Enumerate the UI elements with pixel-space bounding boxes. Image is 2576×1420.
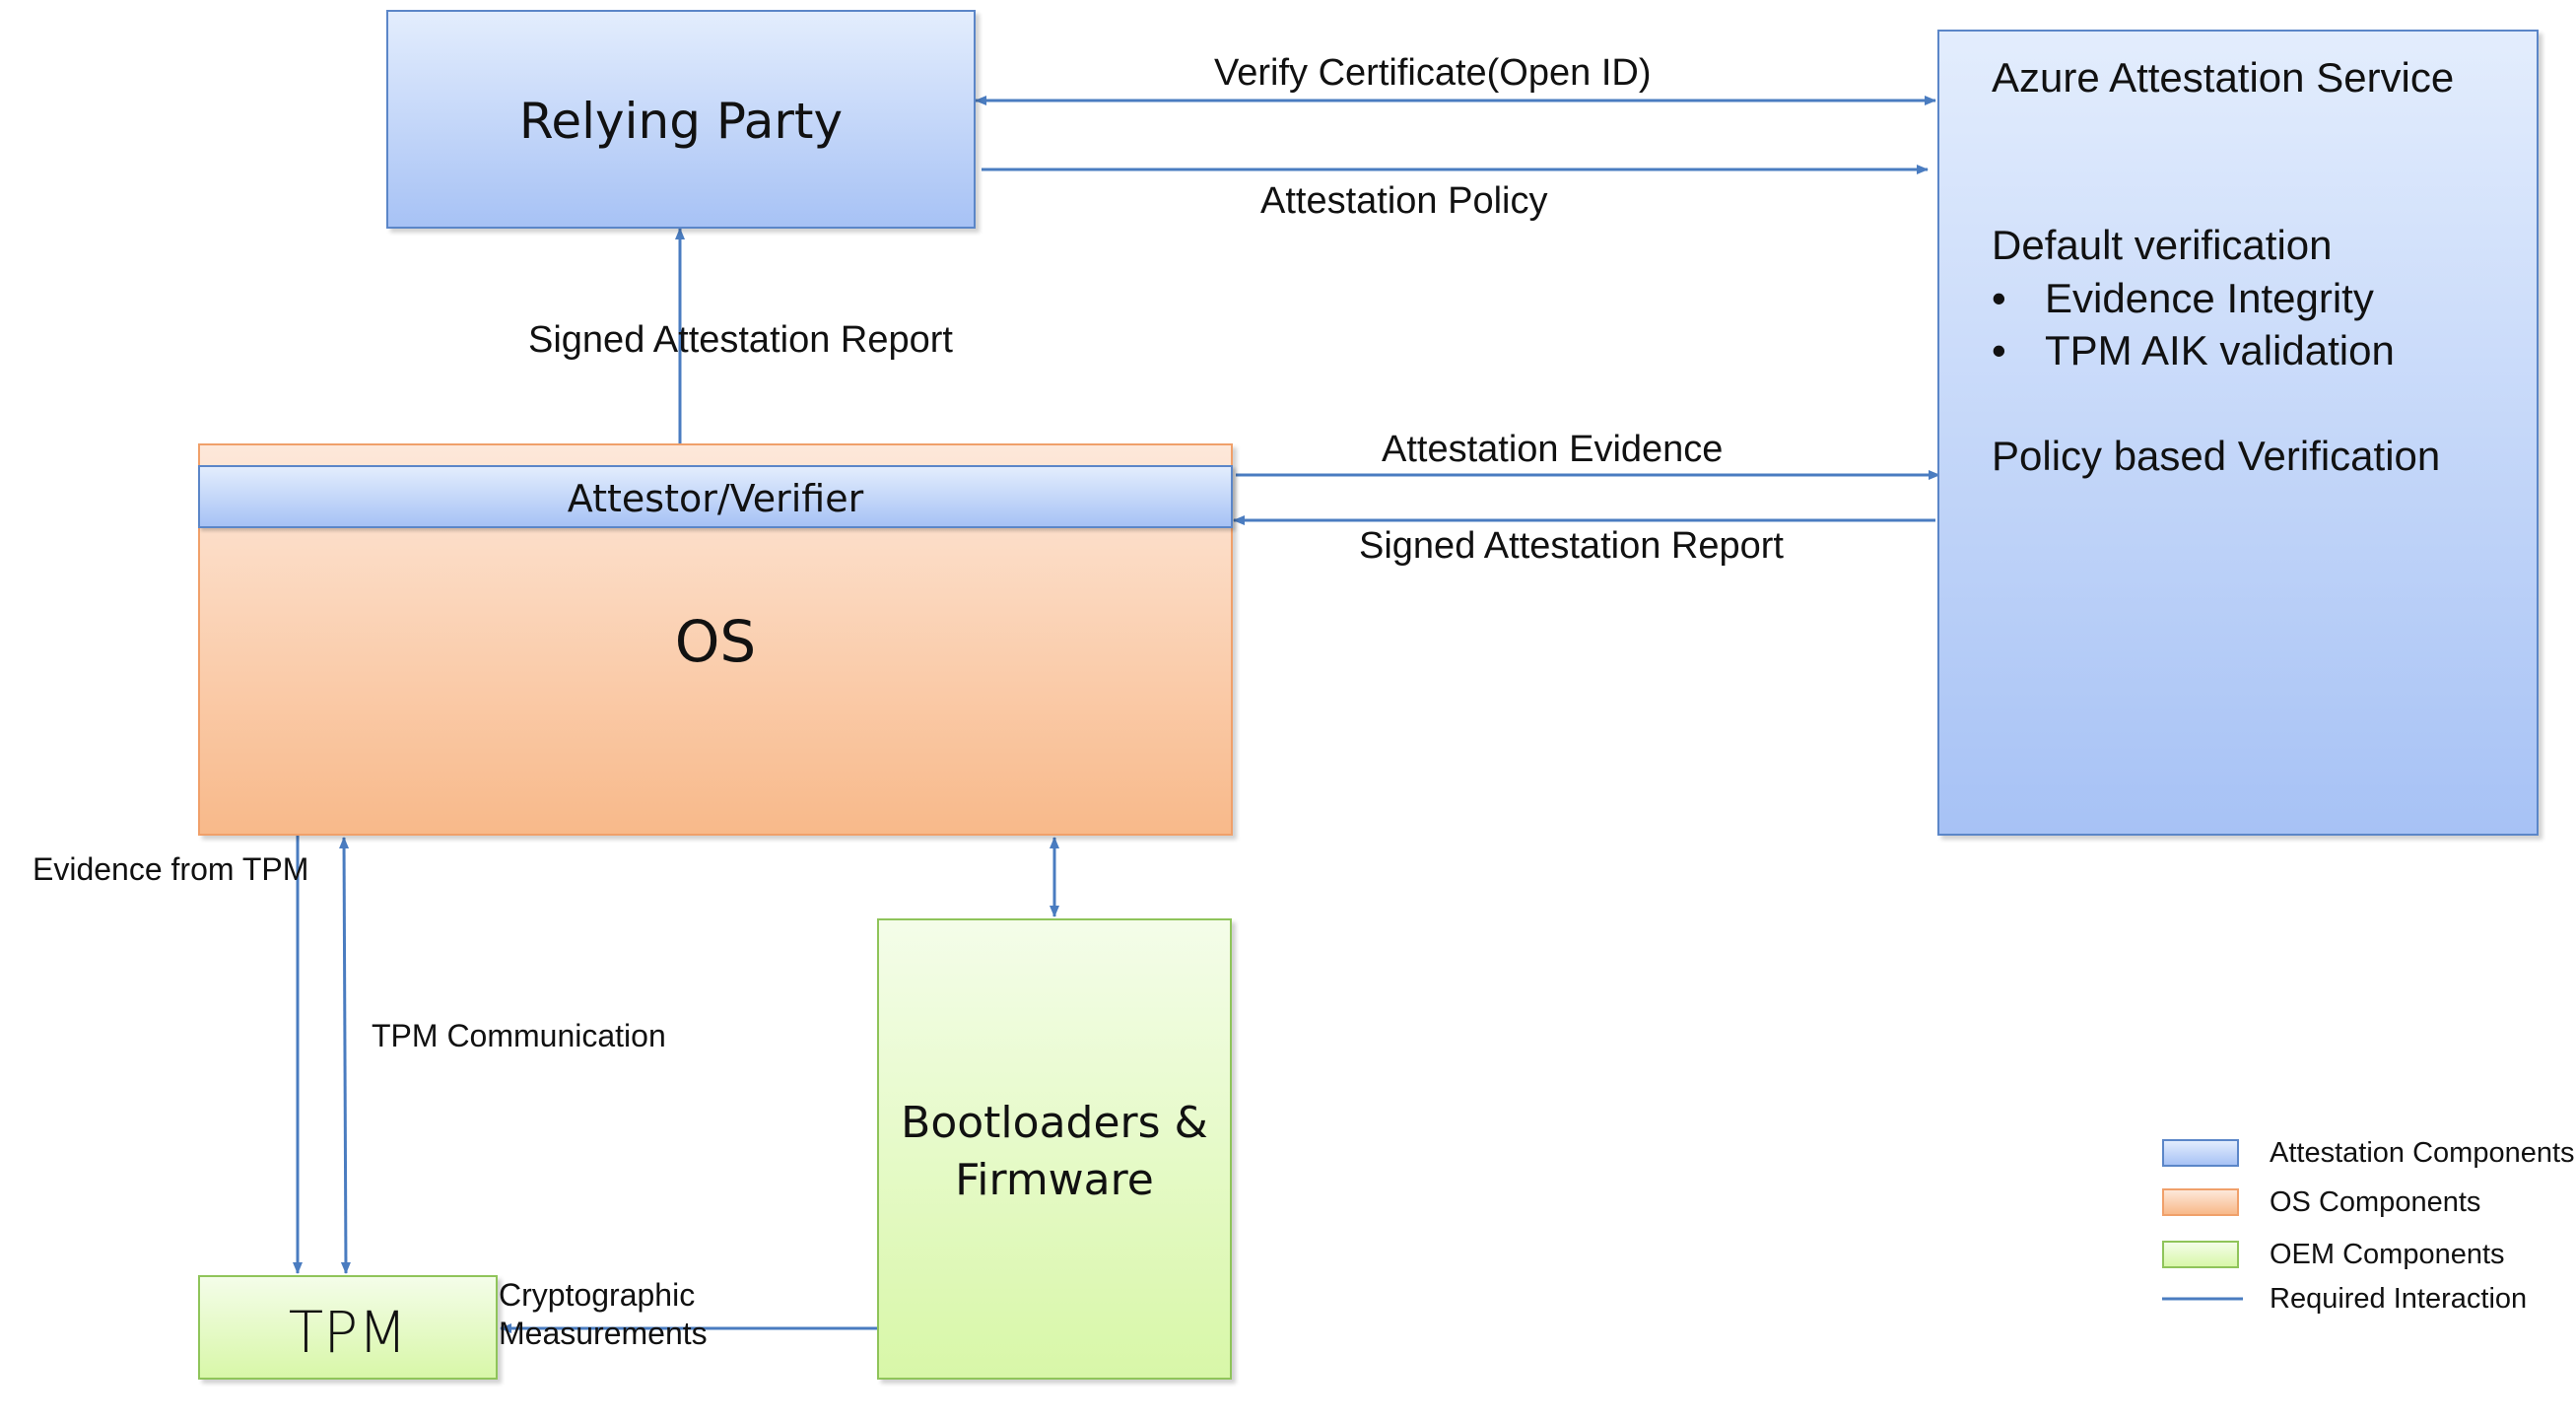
azure-attestation-service-box: Azure Attestation Service Default verifi… (1937, 30, 2539, 836)
bootloaders-label-line1: Bootloaders & (901, 1098, 1208, 1148)
label-cryptographic-line2: Measurements (499, 1316, 708, 1351)
attestor-verifier-box: Attestor/Verifier (198, 465, 1233, 528)
bootloaders-label-line2: Firmware (955, 1155, 1154, 1205)
legend-label-os: OS Components (2270, 1186, 2481, 1218)
label-signed-report-right: Signed Attestation Report (1359, 525, 1784, 567)
tpm-label: TPM (288, 1299, 408, 1366)
label-evidence-from-tpm: Evidence from TPM (33, 851, 309, 887)
label-verify-certificate: Verify Certificate(Open ID) (1214, 52, 1652, 94)
tpm-box: TPM (198, 1275, 498, 1380)
azure-bullet-1: Evidence Integrity (2045, 275, 2374, 321)
relying-party-label: Relying Party (518, 93, 844, 150)
os-label: OS (674, 608, 757, 675)
arrow-tpm-communication (339, 837, 351, 1274)
label-attestation-policy: Attestation Policy (1260, 180, 1548, 222)
attestor-verifier-label: Attestor/Verifier (567, 477, 864, 520)
azure-bullet-2: TPM AIK validation (2045, 327, 2395, 373)
azure-title: Azure Attestation Service (1992, 54, 2455, 101)
legend-swatch-attestation (2162, 1139, 2239, 1167)
azure-bullet-2-symbol: • (1992, 327, 2006, 373)
legend-swatch-oem (2162, 1241, 2239, 1268)
label-attestation-evidence: Attestation Evidence (1382, 429, 1724, 470)
label-cryptographic-line1: Cryptographic (499, 1277, 696, 1313)
legend-label-oem: OEM Components (2270, 1239, 2505, 1270)
azure-bullet-1-symbol: • (1992, 275, 2006, 321)
relying-party-box: Relying Party (386, 10, 976, 229)
label-signed-report-left: Signed Attestation Report (528, 319, 953, 361)
legend-swatch-os (2162, 1188, 2239, 1216)
legend-label-attestation: Attestation Components (2270, 1137, 2575, 1169)
azure-policy: Policy based Verification (1992, 433, 2441, 479)
bootloaders-firmware-box: Bootloaders & Firmware (877, 918, 1232, 1380)
legend-label-interaction: Required Interaction (2270, 1283, 2528, 1315)
label-tpm-communication: TPM Communication (372, 1018, 666, 1053)
azure-default-heading: Default verification (1992, 222, 2333, 268)
